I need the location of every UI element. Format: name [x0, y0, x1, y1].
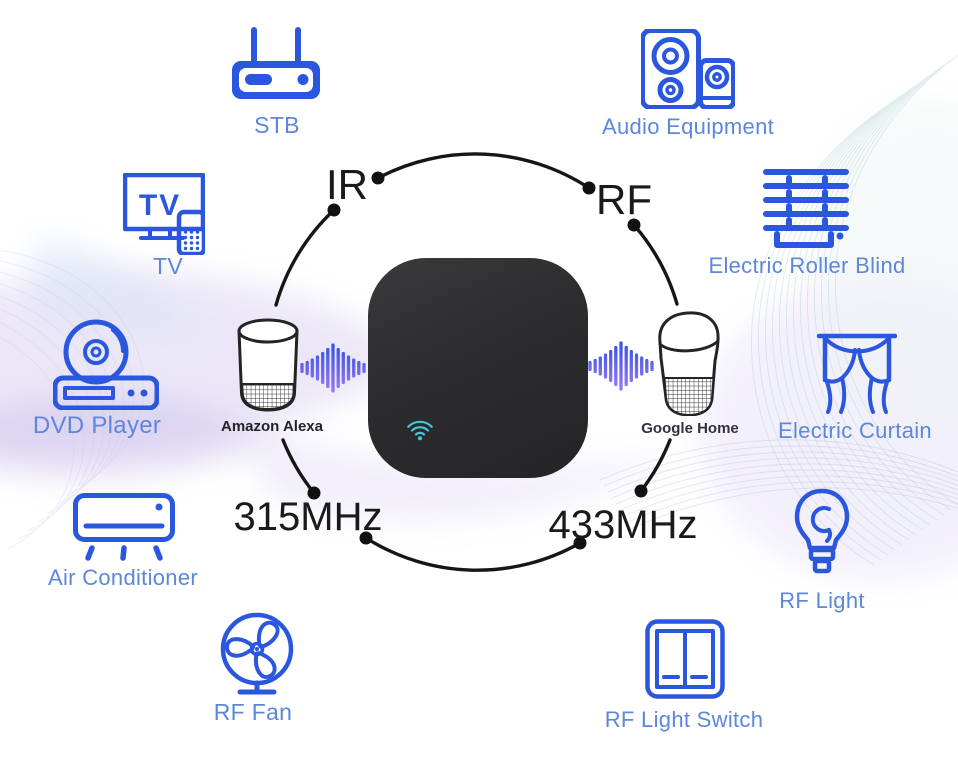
rf-light-icon — [794, 488, 850, 574]
dvd-player-label: DVD Player — [32, 412, 162, 439]
electric-curtain-icon — [817, 333, 897, 414]
electric-roller-blind-label: Electric Roller Blind — [708, 253, 906, 278]
voice-wave-right — [588, 341, 654, 391]
rf-light-label: RF Light — [779, 588, 865, 613]
ir-rf-hub-device — [368, 258, 588, 478]
ir-signal-label: IR — [326, 161, 368, 208]
electric-roller-blind-icon — [763, 169, 849, 248]
dvd-player-icon — [53, 319, 159, 410]
wifi-icon — [407, 420, 433, 441]
google-home-speaker — [658, 311, 720, 416]
stb-icon — [232, 27, 320, 99]
audio-equipment-label: Audio Equipment — [601, 114, 775, 139]
air-conditioner-label: Air Conditioner — [47, 565, 199, 590]
rf-fan-label: RF Fan — [213, 699, 293, 725]
tv-icon: TV — [123, 173, 205, 255]
rf-signal-label: RF — [596, 176, 652, 223]
rf-fan-icon — [220, 612, 294, 695]
electric-curtain-label: Electric Curtain — [778, 418, 932, 443]
stb-label: STB — [254, 112, 300, 138]
google-home-label: Google Home — [641, 420, 739, 437]
freq-433mhz-label: 433MHz — [548, 503, 698, 547]
amazon-alexa-speaker — [237, 318, 299, 412]
freq-315mhz-label: 315MHz — [233, 495, 383, 539]
amazon-alexa-label: Amazon Alexa — [221, 418, 323, 435]
voice-wave-left — [300, 343, 366, 393]
air-conditioner-icon — [73, 493, 175, 561]
tv-label: TV — [153, 253, 183, 279]
audio-equipment-icon — [641, 29, 735, 109]
tv-icon-text: TV — [139, 189, 181, 222]
rf-light-switch-label: RF Light Switch — [604, 707, 764, 732]
rf-light-switch-icon — [645, 619, 725, 699]
